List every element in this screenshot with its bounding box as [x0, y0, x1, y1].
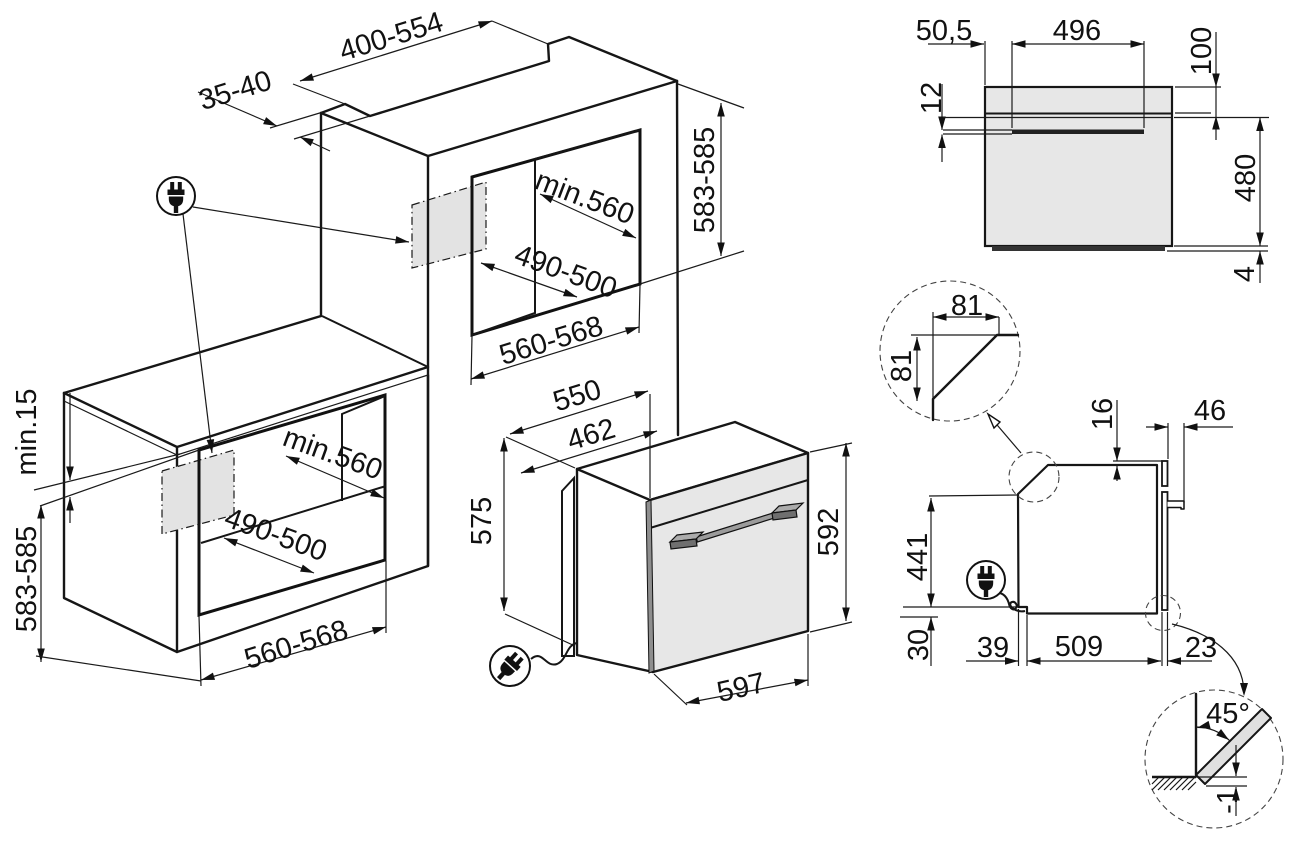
- svg-text:583-585: 583-585: [689, 127, 721, 233]
- svg-text:100: 100: [1186, 27, 1218, 75]
- svg-text:50,5: 50,5: [916, 15, 972, 47]
- svg-text:490-500: 490-500: [510, 239, 621, 305]
- svg-text:509: 509: [1055, 631, 1103, 663]
- svg-text:560-568: 560-568: [496, 310, 607, 372]
- svg-text:-1: -1: [1212, 788, 1244, 814]
- svg-text:min.560: min.560: [279, 421, 387, 486]
- svg-text:12: 12: [916, 82, 948, 114]
- svg-text:45°: 45°: [1206, 698, 1250, 730]
- svg-text:39: 39: [977, 632, 1009, 664]
- svg-text:575: 575: [466, 497, 498, 545]
- svg-text:min.560: min.560: [531, 165, 639, 232]
- svg-text:23: 23: [1185, 632, 1217, 664]
- svg-text:min.15: min.15: [11, 388, 43, 475]
- svg-text:496: 496: [1053, 15, 1101, 47]
- svg-text:81: 81: [886, 350, 918, 382]
- svg-text:35-40: 35-40: [195, 65, 275, 117]
- svg-text:441: 441: [902, 533, 934, 581]
- svg-text:81: 81: [951, 290, 983, 322]
- svg-text:16: 16: [1087, 398, 1119, 430]
- svg-text:592: 592: [813, 508, 845, 556]
- svg-text:550: 550: [549, 374, 605, 419]
- svg-text:30: 30: [903, 629, 935, 661]
- svg-text:4: 4: [1229, 266, 1261, 282]
- svg-text:462: 462: [563, 413, 619, 458]
- svg-text:400-554: 400-554: [336, 6, 447, 68]
- svg-text:583-585: 583-585: [11, 526, 43, 632]
- svg-text:480: 480: [1230, 154, 1262, 202]
- svg-text:46: 46: [1194, 395, 1226, 427]
- svg-text:597: 597: [714, 667, 768, 709]
